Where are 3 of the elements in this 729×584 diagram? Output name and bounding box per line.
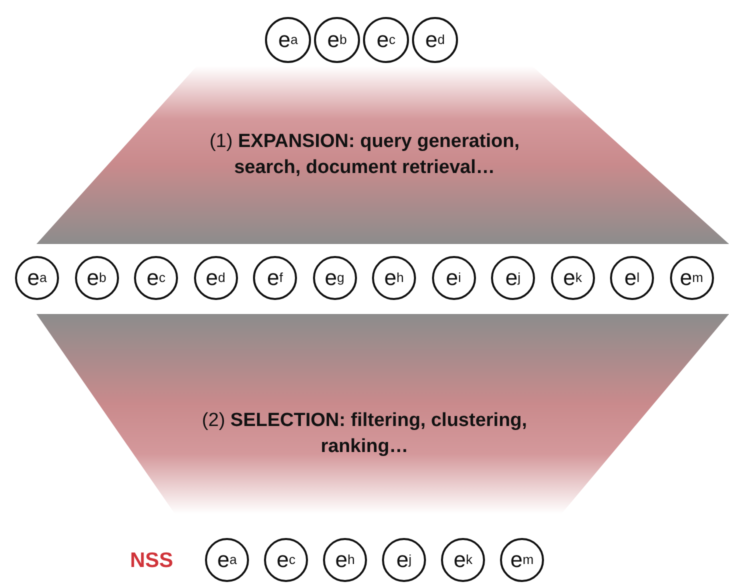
stage-description: (2) SELECTION: filtering, clustering, ranking… [200, 409, 528, 459]
stage-description: (1) EXPANSION: query generation, search, document retrieval… [208, 130, 521, 180]
set-label: NSS [130, 549, 174, 573]
